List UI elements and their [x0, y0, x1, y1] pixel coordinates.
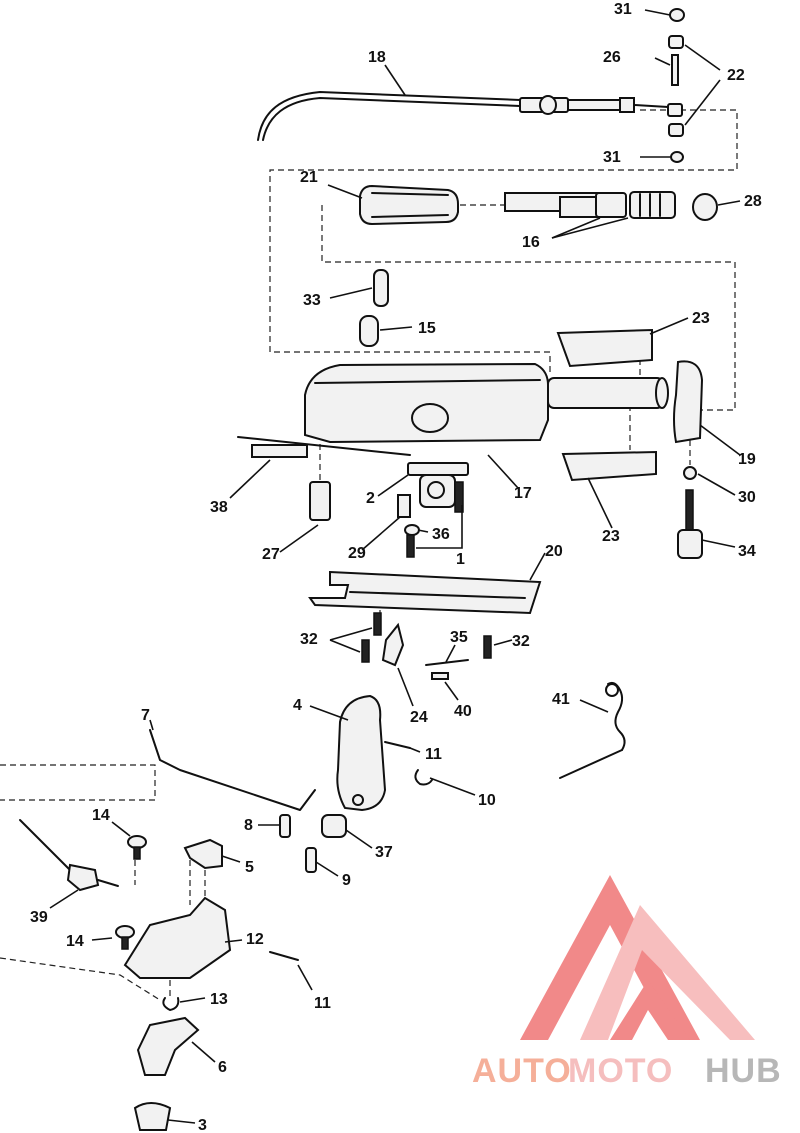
watermark-logo-inner: [580, 905, 755, 1040]
callout-8: 8: [244, 817, 253, 834]
part-23-lower-cover: [561, 450, 657, 482]
callout-27: 27: [262, 546, 280, 563]
callout-32-right: 32: [512, 633, 530, 650]
callout-29: 29: [348, 545, 366, 562]
part-35-cotter-pin: [425, 659, 469, 666]
callout-30: 30: [738, 489, 756, 506]
callout-14-upper: 14: [92, 807, 110, 824]
callout-20: 20: [545, 543, 563, 560]
assembly-guide-lines: [0, 105, 738, 1001]
callout-34: 34: [738, 543, 756, 560]
part-5-shift-arm: [183, 838, 223, 870]
callout-17: 17: [514, 485, 532, 502]
part-3-bushing: [133, 1102, 172, 1131]
callout-4: 4: [293, 697, 302, 714]
automotohub-watermark: AUTO MOTO HUB: [472, 875, 782, 1090]
callout-32-left: 32: [300, 631, 318, 648]
callout-31-top: 31: [614, 1, 632, 18]
callout-26: 26: [603, 49, 621, 66]
callout-23-lower: 23: [602, 528, 620, 545]
part-36-washer: [404, 524, 420, 536]
callout-31-bottom: 31: [603, 149, 621, 166]
part-27-block: [309, 481, 331, 521]
callout-40: 40: [454, 703, 472, 720]
part-1-screw: [406, 534, 415, 558]
callout-11-upper: 11: [425, 746, 442, 763]
part-4-shift-lever: [336, 694, 387, 812]
callout-18: 18: [368, 49, 386, 66]
callout-6: 6: [218, 1059, 227, 1076]
callout-38: 38: [210, 499, 228, 516]
part-11-pin-upper: [384, 741, 411, 749]
callout-12: 12: [246, 931, 264, 948]
callout-15: 15: [418, 320, 436, 337]
part-9-pin: [305, 847, 317, 873]
watermark-logo-mark: [610, 980, 690, 1040]
part-40-pin: [431, 672, 449, 680]
part-34-bolt: [677, 489, 703, 559]
callout-1: 1: [456, 551, 465, 568]
part-6-shift-lever-arm: [136, 1016, 200, 1076]
part-32-screw-a: [373, 612, 382, 636]
part-15-bushing: [359, 315, 379, 347]
callout-16: 16: [522, 234, 540, 251]
part-17-tiller-housing: [304, 362, 669, 444]
callout-36: 36: [432, 526, 450, 543]
leader-lines: [49, 9, 741, 1124]
part-23-upper-cover: [556, 328, 653, 368]
part-30-nut: [683, 466, 697, 480]
part-22-26-link-assembly: [667, 35, 684, 163]
part-16-throttle-shaft: [504, 191, 718, 221]
callout-19: 19: [738, 451, 756, 468]
part-20-base-plate: [308, 570, 542, 615]
callout-23-upper: 23: [692, 310, 710, 327]
callout-28: 28: [744, 193, 762, 210]
part-38-shim: [237, 436, 411, 458]
part-39-cable: [19, 819, 119, 892]
part-21-grip: [359, 184, 459, 226]
callout-37: 37: [375, 844, 393, 861]
watermark-text-auto: AUTO: [472, 1052, 572, 1090]
part-24-clip: [381, 622, 405, 667]
part-32-screw-b: [361, 639, 370, 663]
part-2-switch-assembly: [407, 462, 469, 513]
part-12-bracket: [123, 896, 232, 979]
callout-2: 2: [366, 490, 375, 507]
part-41-lanyard: [559, 681, 626, 779]
callout-14-lower: 14: [66, 933, 84, 950]
part-8-pin: [279, 814, 291, 838]
watermark-text-hub: HUB: [705, 1052, 782, 1090]
callout-3: 3: [198, 1117, 207, 1133]
callout-22: 22: [727, 67, 745, 84]
watermark-text-moto: MOTO: [568, 1052, 673, 1090]
callout-21: 21: [300, 169, 318, 186]
callout-5: 5: [245, 859, 254, 876]
part-32-screw-c: [483, 635, 492, 659]
callout-7: 7: [141, 707, 150, 724]
callout-labels: 31 18 26 22 31 21 28 16 33 15 23 19 17 3…: [30, 1, 762, 1133]
callout-39: 39: [30, 909, 48, 926]
part-7-shift-rod: [149, 729, 316, 811]
callout-13: 13: [210, 991, 228, 1008]
part-29-spring: [397, 494, 411, 518]
part-13-ring: [162, 997, 180, 1011]
callout-24: 24: [410, 709, 428, 726]
callout-9: 9: [342, 872, 351, 889]
part-14-screw-lower: [115, 925, 135, 950]
callout-33: 33: [303, 292, 321, 309]
part-33-pin: [373, 269, 389, 307]
callout-11-lower: 11: [314, 995, 331, 1012]
callout-10: 10: [478, 792, 496, 809]
part-19-bracket: [673, 360, 704, 444]
part-10-e-clip: [414, 769, 433, 786]
part-18-throttle-cable: [257, 91, 669, 141]
callout-41: 41: [552, 691, 570, 708]
callout-35: 35: [450, 629, 468, 646]
part-37-bushing: [321, 814, 347, 838]
part-14-screw-upper: [127, 835, 147, 860]
part-11-pin-lower: [269, 951, 299, 961]
part-31-cap-top: [669, 8, 685, 22]
